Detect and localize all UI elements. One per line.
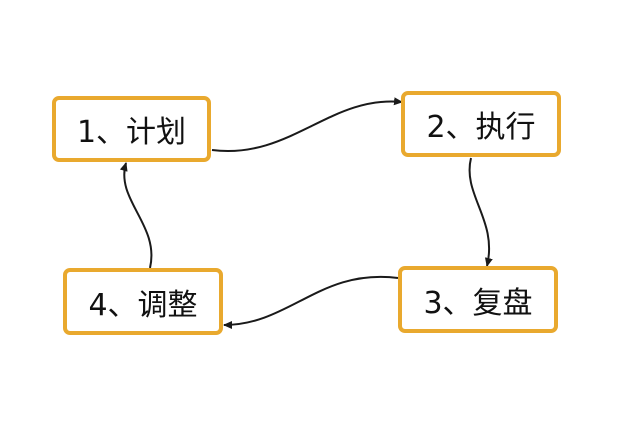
arrow-adjust-to-plan <box>119 162 153 269</box>
node-plan: 1、计划 <box>52 96 211 162</box>
node-review: 3、复盘 <box>398 266 558 333</box>
arrow-plan-to-execute <box>211 97 403 153</box>
node-execute: 2、执行 <box>401 91 561 157</box>
node-execute-label: 2、执行 <box>426 110 536 145</box>
node-review-label: 3、复盘 <box>423 285 533 321</box>
arrow-execute-to-review <box>468 157 493 267</box>
node-adjust-label: 4、调整 <box>88 287 198 323</box>
node-adjust: 4、调整 <box>63 268 223 335</box>
arrow-review-to-adjust <box>223 275 399 329</box>
node-plan-label: 1、计划 <box>76 115 187 150</box>
